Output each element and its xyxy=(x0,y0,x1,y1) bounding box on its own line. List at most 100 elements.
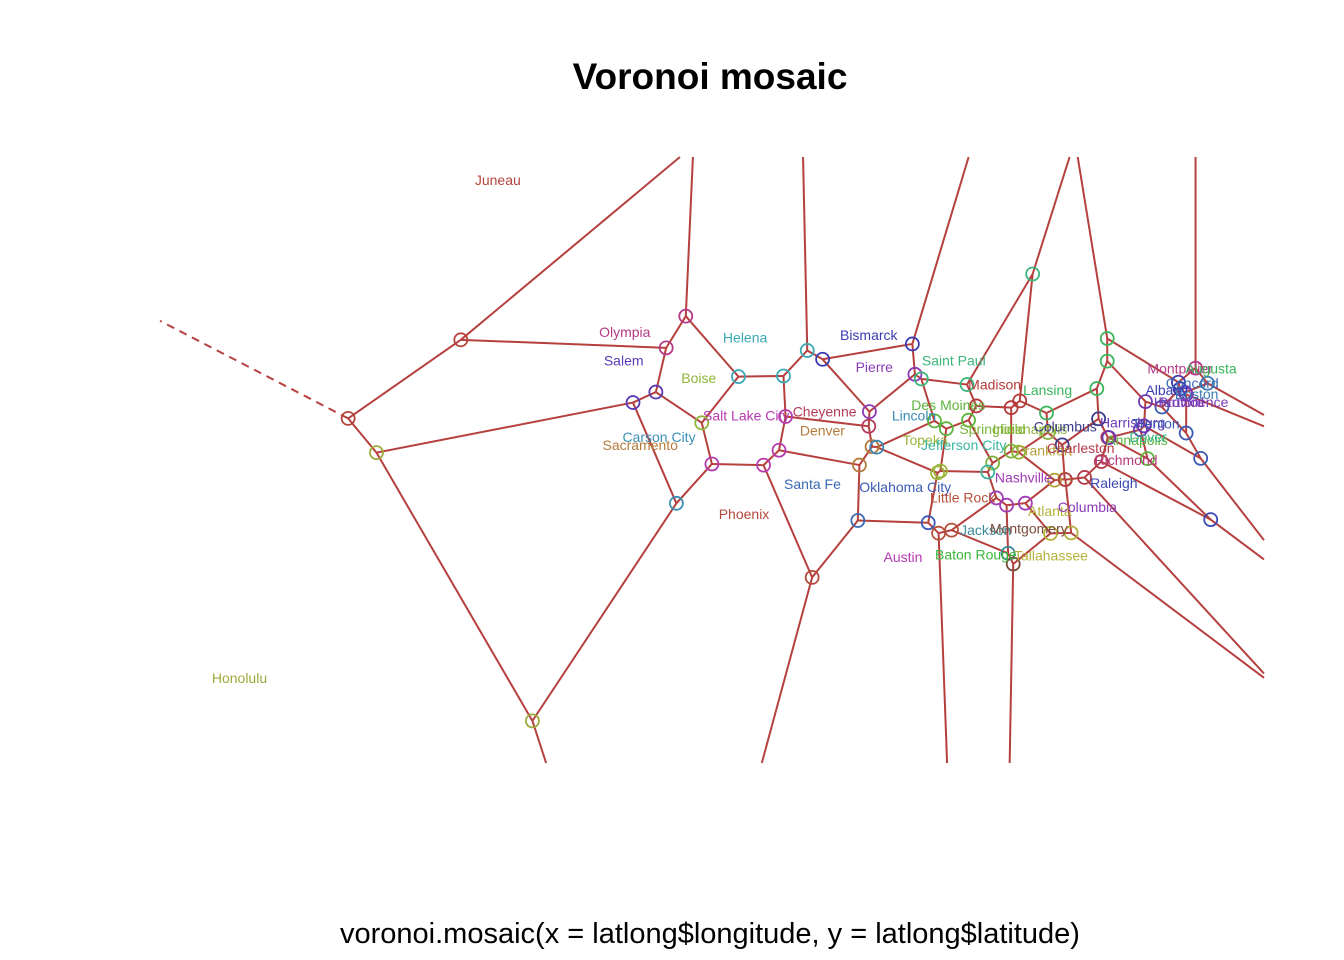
voronoi-vertex xyxy=(1099,331,1115,346)
voronoi-vertex xyxy=(1093,454,1109,469)
site-label: Providence xyxy=(1158,394,1228,410)
site-label: Salem xyxy=(604,352,644,368)
site-label: Jackson xyxy=(960,522,1011,538)
voronoi-edge xyxy=(966,273,1034,386)
voronoi-vertex xyxy=(852,457,867,473)
voronoi-edge xyxy=(1017,451,1056,481)
site-label: Denver xyxy=(800,422,845,438)
voronoi-edge xyxy=(778,449,860,467)
voronoi-edges xyxy=(159,156,1265,764)
voronoi-vertex xyxy=(999,497,1014,513)
site-label: Carson City xyxy=(622,429,695,445)
site-label: Indianapolis xyxy=(993,421,1068,437)
site-label: Nashville xyxy=(995,470,1052,486)
voronoi-edge xyxy=(950,497,997,531)
voronoi-edge xyxy=(967,405,978,421)
site-label: Charleston xyxy=(1047,440,1115,456)
voronoi-vertex xyxy=(1138,394,1153,410)
voronoi-vertex xyxy=(1063,525,1079,541)
voronoi-edge xyxy=(1184,382,1208,394)
voronoi-edge xyxy=(665,315,687,349)
voronoi-vertex xyxy=(799,343,815,358)
voronoi-edge xyxy=(1019,399,1047,414)
voronoi-edge xyxy=(1106,337,1179,384)
voronoi-vertex xyxy=(961,412,976,428)
voronoi-edge xyxy=(738,374,784,378)
voronoi-edge xyxy=(1106,360,1147,403)
voronoi-vertex xyxy=(668,495,684,511)
voronoi-edge xyxy=(940,469,988,473)
voronoi-edge xyxy=(1010,400,1021,409)
site-label: Annapolis xyxy=(1106,432,1168,448)
voronoi-edge xyxy=(1070,532,1265,679)
site-label: Augusta xyxy=(1185,360,1237,376)
voronoi-edge xyxy=(1065,476,1085,481)
voronoi-vertex xyxy=(913,371,929,387)
voronoi-edge xyxy=(811,519,859,578)
voronoi-edge xyxy=(1031,156,1071,275)
voronoi-edge xyxy=(376,401,634,454)
voronoi-edge xyxy=(1100,437,1109,462)
voronoi-vertex xyxy=(1091,411,1107,427)
site-label: Sacramento xyxy=(602,437,678,453)
voronoi-edge xyxy=(1008,563,1015,764)
voronoi-edge xyxy=(937,470,941,474)
voronoi-edge xyxy=(921,377,968,386)
voronoi-edge xyxy=(347,339,462,420)
voronoi-edge xyxy=(821,358,871,413)
voronoi-edge xyxy=(1095,388,1100,419)
voronoi-edge xyxy=(992,450,1012,464)
voronoi-vertex xyxy=(1140,451,1155,467)
voronoi-vertex xyxy=(980,464,996,480)
voronoi-vertex xyxy=(1099,353,1115,369)
voronoi-edge xyxy=(1199,457,1265,541)
site-label: Atlanta xyxy=(1028,503,1072,519)
voronoi-edge xyxy=(806,349,824,361)
voronoi-vertex xyxy=(1077,470,1092,485)
voronoi-edge xyxy=(911,156,970,345)
voronoi-vertex xyxy=(869,439,885,455)
site-label: Boise xyxy=(681,370,716,386)
voronoi-edge xyxy=(654,347,668,393)
voronoi-edge xyxy=(857,519,929,524)
voronoi-edge xyxy=(1083,476,1265,675)
voronoi-edge xyxy=(1139,425,1145,431)
voronoi-vertex xyxy=(1025,266,1041,282)
site-label: Boston xyxy=(1175,386,1219,402)
voronoi-edge xyxy=(531,502,678,722)
voronoi-edge xyxy=(1194,367,1209,384)
voronoi-edge xyxy=(986,471,998,499)
voronoi-vertex xyxy=(938,421,954,437)
voronoi-vertex xyxy=(704,456,720,472)
voronoi-vertex xyxy=(369,445,384,461)
site-label: Frankfort xyxy=(1016,443,1072,459)
site-label: Albany xyxy=(1145,382,1188,398)
voronoi-edge xyxy=(1046,387,1098,414)
voronoi-vertex xyxy=(864,439,880,454)
voronoi-edge xyxy=(1076,156,1109,339)
voronoi-vertex xyxy=(985,455,1001,471)
voronoi-edge xyxy=(1145,400,1163,408)
site-label: Salt Lake City xyxy=(703,408,789,424)
voronoi-edge xyxy=(937,533,949,764)
voronoi-vertex xyxy=(1154,399,1170,415)
site-label: Austin xyxy=(884,549,923,565)
site-label: Harrisburg xyxy=(1100,414,1165,430)
site-label: Pierre xyxy=(856,359,894,375)
voronoi-vertex xyxy=(1193,450,1209,466)
voronoi-vertex xyxy=(862,404,877,420)
voronoi-vertex xyxy=(1017,495,1033,511)
site-label: Phoenix xyxy=(719,506,770,522)
site-label: Olympia xyxy=(599,324,651,340)
voronoi-edge xyxy=(675,463,713,504)
site-label: Baton Rouge xyxy=(935,546,1017,562)
voronoi-edge xyxy=(760,577,814,764)
site-label: Columbus xyxy=(1034,418,1097,434)
voronoi-edge xyxy=(966,384,978,407)
voronoi-vertex xyxy=(756,457,771,473)
voronoi-edge xyxy=(685,315,740,378)
site-label: Springfield xyxy=(959,421,1025,437)
voronoi-vertex xyxy=(1089,381,1105,396)
voronoi-vertex xyxy=(1003,400,1019,416)
